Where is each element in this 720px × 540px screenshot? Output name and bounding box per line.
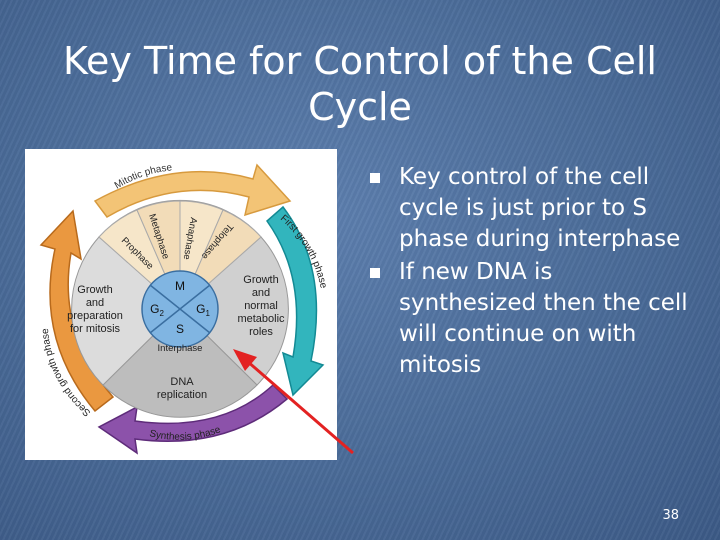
g2-sector <box>71 236 181 386</box>
bullet-item: If new DNA is synthesized then the cell … <box>370 257 690 381</box>
page-number: 38 <box>662 508 679 523</box>
g1-text-3: normal <box>244 300 278 312</box>
s-text-1: DNA <box>170 376 194 388</box>
bullet-list: Key control of the cell cycle is just pr… <box>370 162 690 383</box>
g1-text-4: metabolic <box>237 313 285 325</box>
bullet-text: If new DNA is synthesized then the cell … <box>399 259 688 378</box>
slide-title: Key Time for Control of the Cell Cycle <box>63 39 657 129</box>
s-sector <box>102 308 258 418</box>
s-text-2: replication <box>157 389 207 401</box>
center-g2-label: G2 <box>150 302 164 318</box>
pointer-arrow <box>233 349 354 455</box>
interphase-label: Interphase <box>158 343 203 354</box>
center-s-label: S <box>176 322 184 336</box>
synthesis-arc-arrow <box>97 383 289 455</box>
g2-text-2: and <box>86 297 104 309</box>
center-g1-label: G1 <box>196 302 210 318</box>
g1-sector <box>179 236 289 386</box>
g1-text-5: roles <box>249 326 273 338</box>
g2-text-4: for mitosis <box>70 323 121 335</box>
cell-cycle-figure: Mitotic phase First growth phase Synthes… <box>25 149 337 460</box>
g2-text-3: preparation <box>67 310 123 322</box>
bullet-square-icon <box>370 268 380 278</box>
bullet-text: Key control of the cell cycle is just pr… <box>399 164 681 252</box>
g1-text-1: Growth <box>243 274 278 286</box>
center-m-label: M <box>175 279 185 293</box>
center-divider-2 <box>149 284 211 334</box>
bullet-square-icon <box>370 173 380 183</box>
cell-cycle-diagram: Mitotic phase First growth phase Synthes… <box>39 162 329 455</box>
g1-text-2: and <box>252 287 270 299</box>
pointer-arrow-line <box>246 359 354 455</box>
bullet-item: Key control of the cell cycle is just pr… <box>370 162 690 255</box>
g2-text-1: Growth <box>77 284 112 296</box>
first-growth-arc-arrow <box>265 205 325 397</box>
pointer-arrow-head <box>233 349 257 371</box>
mitotic-arc-arrow <box>93 163 292 218</box>
